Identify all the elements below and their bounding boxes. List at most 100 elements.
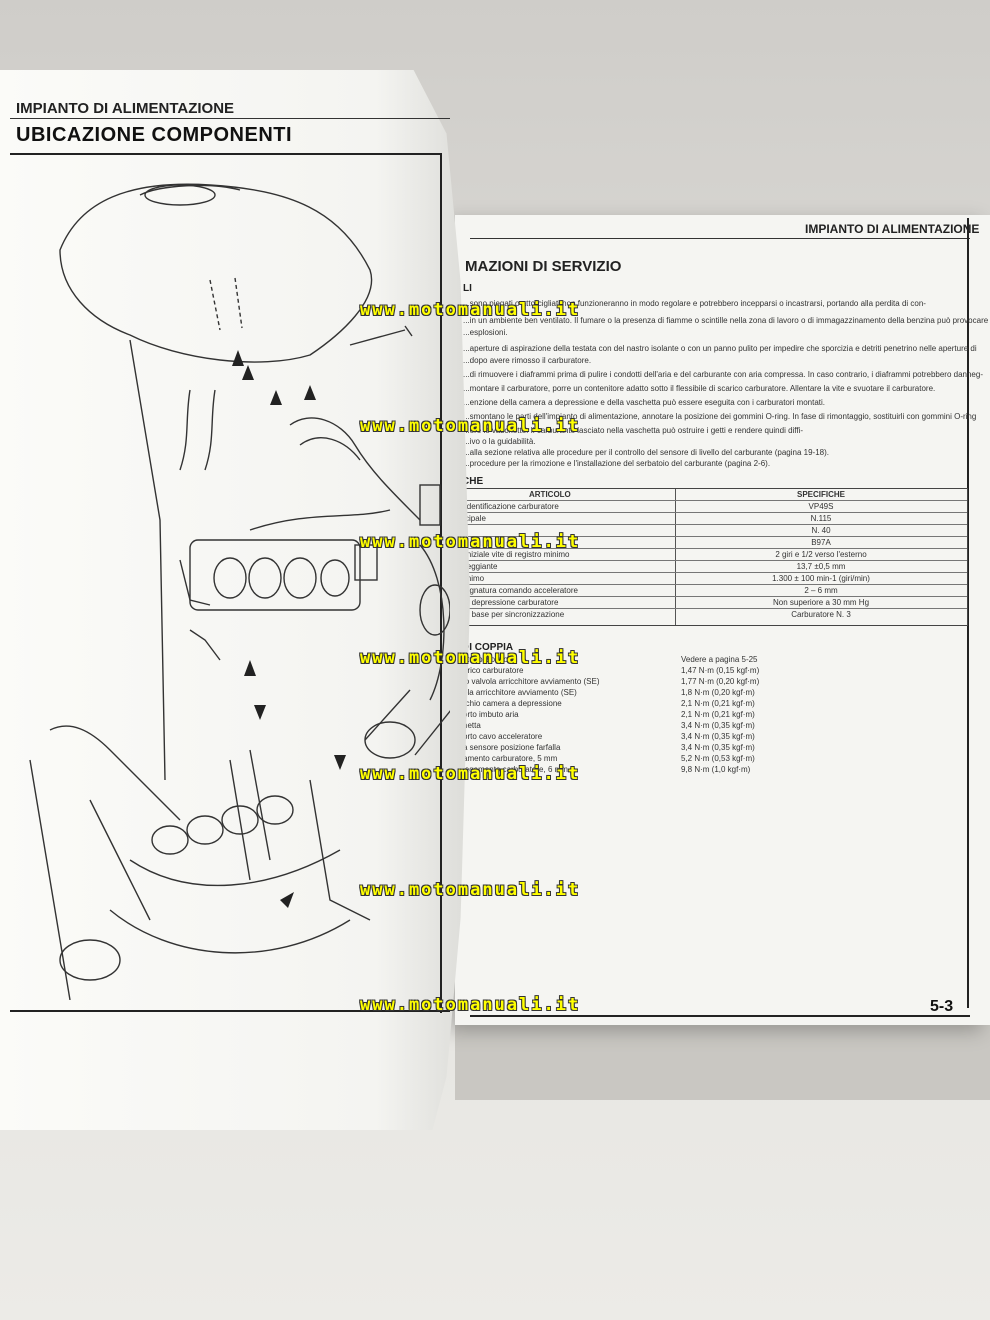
note-line: ...aperture di aspirazione della testata… <box>463 344 977 353</box>
watermark-text: www.motomanuali.it <box>360 648 581 668</box>
torque-item: a sensore posizione farfalla <box>463 743 561 752</box>
cell: leggiante <box>465 562 498 571</box>
left-frame-top <box>10 153 442 155</box>
table-row: ugnatura comando acceleratore 2 – 6 mm <box>459 585 967 597</box>
list-item: a sensore posizione farfalla 3,4 N·m (0,3… <box>463 743 763 754</box>
watermark-text: www.motomanuali.it <box>360 764 581 784</box>
watermark-text: www.motomanuali.it <box>360 300 581 320</box>
note-line: ...sono piegati o attorcigliati non funz… <box>463 299 926 308</box>
cell: 1.300 ± 100 min-1 (giri/min) <box>772 574 870 583</box>
torque-item: hetta <box>463 721 481 730</box>
torque-value: 5,2 N·m (0,53 kgf·m) <box>681 754 755 763</box>
list-item: amento carburatore, 5 mm 5,2 N·m (0,53 kg… <box>463 754 763 765</box>
fuel-system-diagram <box>29 183 450 1000</box>
cell: iniziale vite di registro minimo <box>465 550 570 559</box>
torque-item: legamento carburatore, 6 mm <box>463 765 568 774</box>
watermark-text: www.motomanuali.it <box>360 995 581 1015</box>
table-row: a depressione carburatore Non superiore … <box>459 597 967 609</box>
note-line: ...procedure per la rimozione e l'instal… <box>463 459 771 468</box>
component-location-title: UBICAZIONE COMPONENTI <box>16 124 293 146</box>
cell: 2 giri e 1/2 verso l'esterno <box>775 550 867 559</box>
note-line: ...smontano le parti dell'impianto di al… <box>463 412 977 421</box>
torque-value: 1,77 N·m (0,20 kgf·m) <box>681 677 760 686</box>
right-page <box>455 215 990 1025</box>
note-line: ...di rimuovere i diaframmi prima di pul… <box>463 370 983 379</box>
specs-subheading: CHE <box>462 476 484 487</box>
torque-item: io valvola arricchitore avviamento (SE) <box>463 677 600 686</box>
cell: 2 – 6 mm <box>804 586 838 595</box>
torque-value: 3,4 N·m (0,35 kgf·m) <box>681 743 755 752</box>
list-item: legamento carburatore, 6 mm 9,8 N·m (1,0 … <box>463 765 763 776</box>
cell: Non superiore a 30 mm Hg <box>772 598 870 607</box>
table-row: iniziale vite di registro minimo 2 giri … <box>459 549 967 561</box>
note-line: ...enzione della camera a depressione e … <box>463 398 825 407</box>
torque-item: rchio camera a depressione <box>463 699 562 708</box>
list-item: orto cavo acceleratore 3,4 N·m (0,35 kgf·… <box>463 732 763 743</box>
torque-value: 9,8 N·m (1,0 kgf·m) <box>681 765 751 774</box>
cell: 13,7 ±0,5 mm <box>796 562 846 571</box>
column-header: ARTICOLO <box>529 490 571 499</box>
watermark-text: www.motomanuali.it <box>360 880 581 900</box>
torque-value: 2,1 N·m (0,21 kgf·m) <box>681 699 755 708</box>
table-row: N. 40 <box>459 525 967 537</box>
table-row: e base per sincronizzazione Carburatore … <box>459 609 967 620</box>
cell: ugnatura comando acceleratore <box>465 586 578 595</box>
watermark-text: www.motomanuali.it <box>360 532 581 552</box>
note-line: ...esplosioni. <box>463 328 508 337</box>
torque-value: 1,8 N·m (0,20 kgf·m) <box>681 688 755 697</box>
right-frame-rule <box>967 218 969 1008</box>
torque-value: 3,4 N·m (0,35 kgf·m) <box>681 732 755 741</box>
table-divider <box>675 489 676 625</box>
general-subheading: LI <box>463 283 472 294</box>
cell: B97A <box>811 538 831 547</box>
left-frame-bottom <box>10 1010 450 1012</box>
note-line: ...ere le vaschette. Il carburante lasci… <box>463 426 804 435</box>
torque-item: orto cavo acceleratore <box>463 732 543 741</box>
right-header-rule <box>470 238 970 239</box>
torque-value: Vedere a pagina 5-25 <box>681 655 758 664</box>
table-row: leggiante 13,7 ±0,5 mm <box>459 561 967 573</box>
torque-item: stubo isolatore <box>463 655 516 664</box>
table-header-row: ARTICOLO SPECIFICHE <box>459 489 967 501</box>
torque-item: orto imbuto aria <box>463 710 519 719</box>
note-line: ...ivo o la guidabilità. <box>463 437 536 446</box>
cell: N.115 <box>810 514 832 523</box>
left-page-header: IMPIANTO DI ALIMENTAZIONE <box>16 100 235 117</box>
watermark-text: www.motomanuali.it <box>360 416 581 436</box>
cell: e base per sincronizzazione <box>465 610 565 619</box>
table-row: B97A <box>459 537 967 549</box>
service-info-title: MAZIONI DI SERVIZIO <box>465 258 622 275</box>
torque-value: 3,4 N·m (0,35 kgf·m) <box>681 721 755 730</box>
cell: Carburatore N. 3 <box>791 610 851 619</box>
table-row: inimo 1.300 ± 100 min-1 (giri/min) <box>459 573 967 585</box>
torque-item: arico carburatore <box>463 666 524 675</box>
cell: N. 40 <box>811 526 831 535</box>
cell: cipale <box>465 514 486 523</box>
torque-subheading: DI COPPIA <box>462 642 514 653</box>
column-header: SPECIFICHE <box>796 490 845 499</box>
list-item: ola arricchitore avviamento (SE) 1,8 N·m … <box>463 688 763 699</box>
note-line: ...dopo avere rimosso il carburatore. <box>463 356 592 365</box>
note-line: ...alla sezione relativa alle procedure … <box>463 448 829 457</box>
table-row: cipale N.115 <box>459 513 967 525</box>
list-item: rchio camera a depressione 2,1 N·m (0,21 … <box>463 699 763 710</box>
list-item: stubo isolatore Vedere a pagina 5-25 <box>463 655 763 666</box>
table-row: identificazione carburatore VP49S <box>459 501 967 513</box>
torque-item: ola arricchitore avviamento (SE) <box>463 688 577 697</box>
list-item: orto imbuto aria 2,1 N·m (0,21 kgf·m) <box>463 710 763 721</box>
right-bottom-rule <box>470 1015 970 1017</box>
page-number: 5-3 <box>930 998 954 1015</box>
note-line: ...montare il carburatore, porre un cont… <box>463 384 936 393</box>
cell: a depressione carburatore <box>465 598 559 607</box>
cell: VP49S <box>808 502 834 511</box>
cell: identificazione carburatore <box>465 502 559 511</box>
list-item: hetta 3,4 N·m (0,35 kgf·m) <box>463 721 763 732</box>
specifications-table: ARTICOLO SPECIFICHE identificazione carb… <box>458 488 968 626</box>
left-frame-right <box>440 153 442 1013</box>
torque-item: amento carburatore, 5 mm <box>463 754 558 763</box>
right-page-header: IMPIANTO DI ALIMENTAZIONE <box>805 222 980 236</box>
list-item: io valvola arricchitore avviamento (SE) 1… <box>463 677 763 688</box>
cell: inimo <box>465 574 485 583</box>
torque-value: 2,1 N·m (0,21 kgf·m) <box>681 710 755 719</box>
